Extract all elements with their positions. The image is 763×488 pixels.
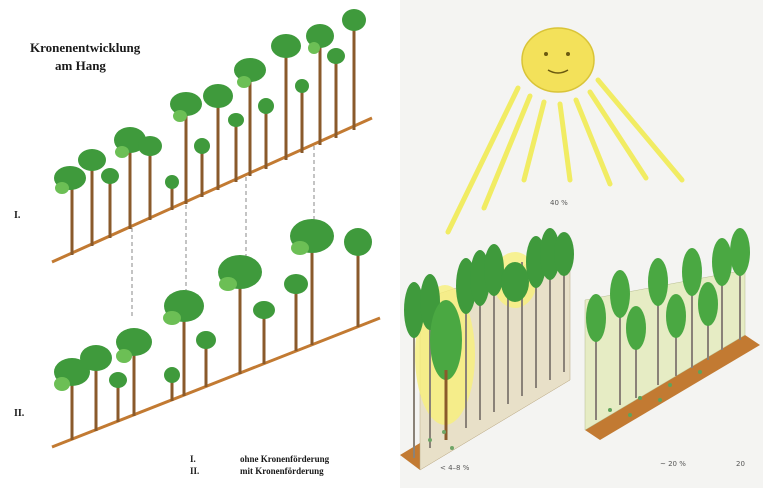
diagram-title-line1: Kronenentwicklung [30, 40, 141, 55]
tree-group-row-2 [54, 219, 372, 440]
thinned-forest-block [585, 228, 760, 440]
slope-crown-diagram: Kronenentwicklung am Hang I. II. [0, 0, 400, 488]
slope-diagram-svg: Kronenentwicklung am Hang I. II. [0, 0, 400, 488]
legend-text-1: ohne Kronenförderung [240, 454, 330, 464]
sunlight-diagram-svg: 40 % [400, 0, 763, 488]
legend-text-2: mit Kronenförderung [240, 466, 324, 476]
dense-forest-block [400, 228, 574, 470]
legend-key-1: I. [190, 454, 196, 464]
sun-icon [522, 28, 594, 92]
row-label-1: I. [14, 210, 21, 221]
sunlight-diagram: 40 % [400, 0, 763, 488]
sun-rays [448, 80, 682, 232]
slope-ground-row-2 [52, 318, 380, 447]
diagram-title-line2: am Hang [55, 58, 106, 73]
dense-forest-label: < 4–8 % [440, 464, 470, 472]
thinned-forest-label: ~ 20 % [660, 460, 686, 468]
connector-lines [132, 146, 314, 318]
legend-key-2: II. [190, 466, 199, 476]
row-label-2: II. [14, 408, 25, 419]
corner-mark: 20 [736, 460, 745, 468]
sun-percentage-label: 40 % [550, 199, 568, 207]
